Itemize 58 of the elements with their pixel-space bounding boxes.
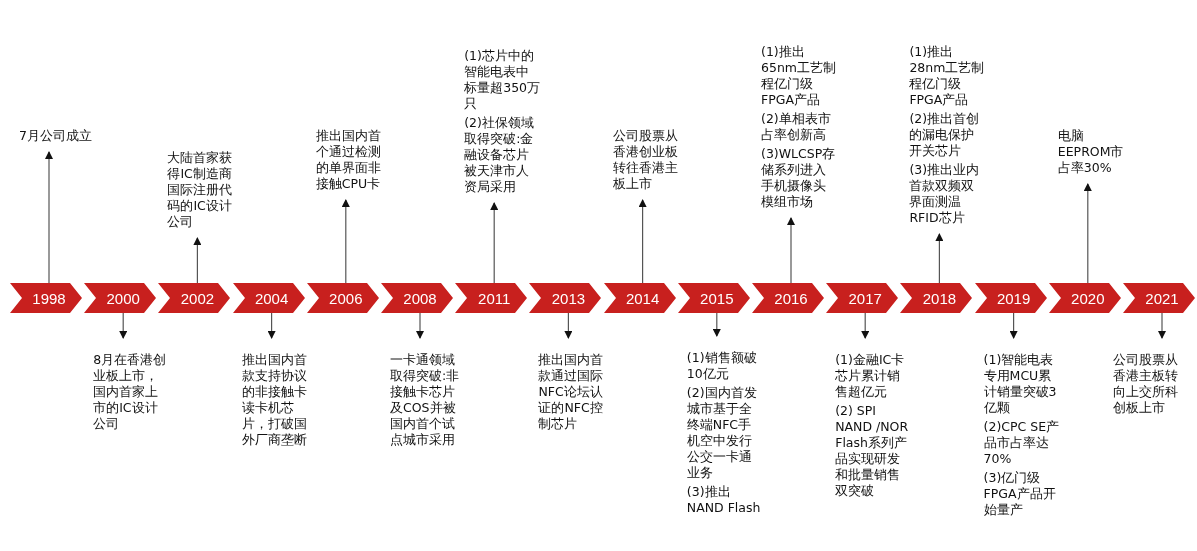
event-text: (3)推出业内首款双频双界面测温RFID芯片 xyxy=(909,162,981,226)
arrow xyxy=(193,237,202,284)
year-band-segment: 2000 xyxy=(84,283,157,313)
arrow xyxy=(45,151,53,284)
year-band-segment: 2004 xyxy=(232,283,305,313)
year-band-segment: 2014 xyxy=(603,283,676,313)
year-band-segment: 2015 xyxy=(677,283,750,313)
year-band-segment: 2016 xyxy=(752,283,824,313)
event-text: 推出国内首款通过国际NFC论坛认证的NFC控制芯片 xyxy=(538,352,605,432)
arrow xyxy=(1009,312,1018,339)
event-text: (1)推出28nm工艺制程亿门级FPGA产品 xyxy=(909,44,986,108)
event-text: 大陆首家获得IC制造商国际注册代码的IC设计公司 xyxy=(167,150,234,230)
year-band-segment: 2006 xyxy=(306,283,379,313)
year-band-segment: 2021 xyxy=(1123,283,1195,313)
event-text: 推出国内首个通过检测的单界面非接触CPU卡 xyxy=(315,128,382,192)
event-text: (3)亿门级FPGA产品开始量产 xyxy=(983,470,1057,518)
event-text: (2) SPI NAND /NOR Flash系列产品实现研发和批量销售双突破 xyxy=(835,403,910,499)
event-text: (1)智能电表专用MCU累计销量突破3亿颗 xyxy=(983,352,1058,416)
arrow xyxy=(1158,312,1166,339)
event-text: 7月公司成立 xyxy=(19,128,93,144)
year-band-segment: 2019 xyxy=(974,283,1047,313)
year-band-segment: 2011 xyxy=(455,283,528,313)
event-text: (3)推出NAND Flash xyxy=(686,484,762,516)
year-band-segment: 2018 xyxy=(900,283,973,313)
arrow xyxy=(119,312,128,339)
event-text: (2)单相表市占率创新高 xyxy=(761,111,832,143)
event-text: 8月在香港创业板上市，国内首家上市的IC设计公司 xyxy=(93,352,168,432)
event-text: (2)推出首创的漏电保护开关芯片 xyxy=(909,111,981,159)
arrow xyxy=(935,233,944,284)
arrow xyxy=(341,199,350,284)
event-text: (1)推出65nm工艺制程亿门级FPGA产品 xyxy=(761,44,837,108)
event-text: 推出国内首款支持协议的非接触卡读卡机芯片，打破国外厂商垄断 xyxy=(241,352,308,448)
arrow xyxy=(638,199,647,284)
event-text: 公司股票从香港创业板转往香港主板上市 xyxy=(612,128,679,192)
arrow xyxy=(416,312,424,339)
event-text: (2)CPC SE产品市占率达70% xyxy=(983,419,1060,467)
arrow xyxy=(787,217,795,284)
year-band-segment: 1998 xyxy=(10,283,82,313)
event-text: (1)销售额破10亿元 xyxy=(686,350,758,382)
year-band-segment: 2002 xyxy=(158,283,231,313)
arrow xyxy=(267,312,276,339)
event-text: (3)WLCSP存储系列进入手机摄像头模组市场 xyxy=(761,146,837,210)
arrow xyxy=(1083,183,1092,284)
event-text: 一卡通领域取得突破:非接触卡芯片及COS并被国内首个试点城市采用 xyxy=(390,352,461,448)
event-text: (1)金融IC卡芯片累计销售超亿元 xyxy=(835,352,906,400)
arrow xyxy=(564,312,573,339)
event-text: (2)社保领域取得突破:金融设备芯片被天津市人资局采用 xyxy=(464,115,535,195)
event-text: 电脑EEPROM市占率30% xyxy=(1057,128,1125,176)
year-band-segment: 2008 xyxy=(381,283,453,313)
year-band-segment: 2017 xyxy=(826,283,899,313)
arrow xyxy=(861,312,870,339)
arrow xyxy=(712,312,721,337)
event-text: (1)芯片中的智能电表中标量超350万只 xyxy=(464,48,541,112)
arrow xyxy=(490,202,499,284)
year-band-segment: 2013 xyxy=(529,283,602,313)
year-band-segment: 2020 xyxy=(1048,283,1121,313)
event-text: 公司股票从香港主板转向上交所科创板上市 xyxy=(1113,352,1179,416)
event-text: (2)国内首发城市基于全终端NFC手机空中发行公交一卡通业务 xyxy=(686,385,758,481)
